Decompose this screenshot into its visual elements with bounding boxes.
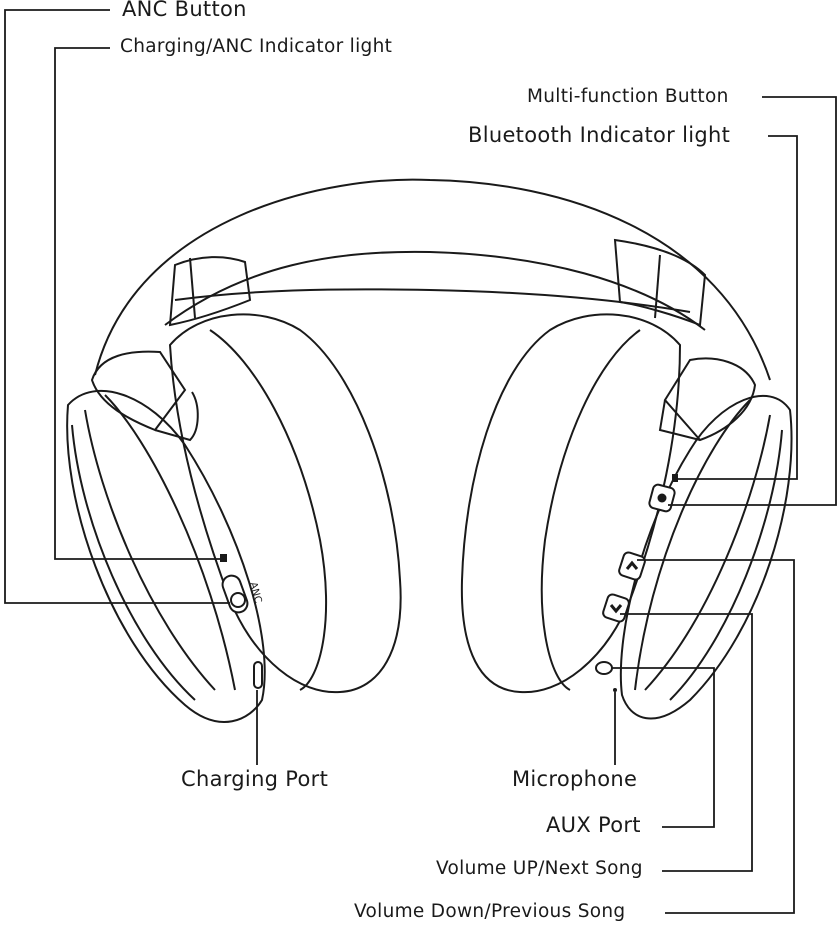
leader-lines bbox=[4, 9, 837, 914]
multi-function-button[interactable] bbox=[648, 483, 676, 513]
left-ear-cup: ANC bbox=[66, 313, 402, 723]
right-ear-cup bbox=[460, 313, 793, 720]
chevron-down-icon bbox=[609, 604, 623, 614]
leader-anc-button bbox=[4, 9, 230, 604]
label-anc-button: ANC Button bbox=[122, 0, 247, 21]
volume-up-button[interactable] bbox=[618, 551, 646, 581]
label-multi-function-button: Multi-function Button bbox=[527, 86, 729, 107]
microphone-hole bbox=[613, 688, 617, 692]
charging-anc-indicator-light bbox=[220, 554, 227, 562]
circle-button-icon bbox=[657, 493, 667, 503]
leader-bluetooth-light bbox=[678, 135, 798, 480]
leader-volume-down bbox=[637, 559, 795, 914]
label-bluetooth-indicator-light: Bluetooth Indicator light bbox=[468, 123, 731, 147]
label-charging-anc-indicator-light: Charging/ANC Indicator light bbox=[120, 36, 393, 57]
charging-port bbox=[253, 661, 263, 689]
aux-port bbox=[595, 661, 613, 675]
leader-aux-port bbox=[612, 667, 715, 828]
leader-charging-anc-light bbox=[54, 47, 220, 560]
label-charging-port: Charging Port bbox=[181, 767, 329, 791]
anc-switch-label: ANC bbox=[247, 581, 263, 604]
leader-volume-up bbox=[620, 613, 753, 872]
label-volume-down: Volume Down/Previous Song bbox=[354, 901, 626, 922]
leader-multi-function bbox=[668, 96, 837, 506]
bluetooth-indicator-light bbox=[672, 474, 678, 482]
label-microphone: Microphone bbox=[512, 767, 638, 791]
headphones-icon: ANC bbox=[66, 178, 793, 723]
label-volume-up: Volume UP/Next Song bbox=[436, 858, 643, 879]
headband bbox=[94, 178, 771, 381]
chevron-up-icon bbox=[625, 560, 639, 570]
label-aux-port: AUX Port bbox=[546, 813, 641, 837]
